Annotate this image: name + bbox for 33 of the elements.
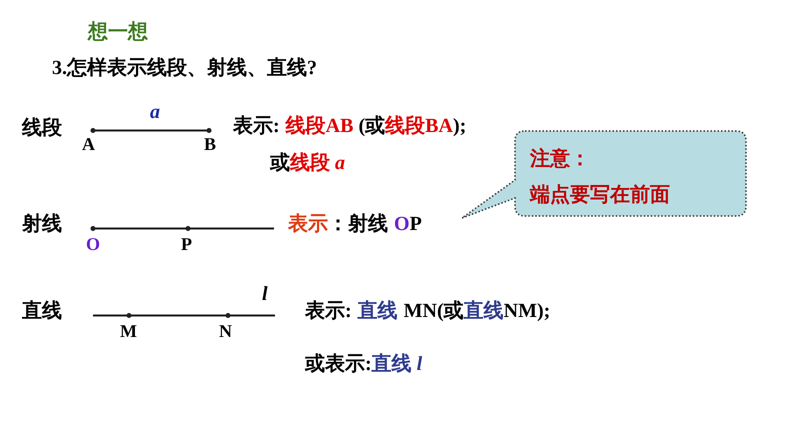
point-label: M	[120, 321, 137, 341]
point-label: B	[204, 134, 216, 154]
notation-text: 直线 l	[372, 354, 422, 374]
term-label: 直线	[22, 300, 62, 322]
notation-text: P	[410, 214, 422, 234]
notation-text: 线段 a	[290, 153, 345, 173]
notation-text: (或	[358, 116, 386, 136]
question-text: 3.怎样表示线段、射线、直线?	[52, 57, 317, 79]
point-label: N	[219, 321, 232, 341]
point-label: P	[181, 234, 192, 254]
line-name-label: l	[262, 283, 268, 305]
term-label: 射线	[22, 213, 62, 235]
notation-text: O	[394, 214, 410, 234]
heading: 想一想	[88, 22, 148, 42]
notation-text: 或	[270, 153, 290, 173]
notation-text: 表示:	[305, 301, 352, 321]
notation-text: 表示	[288, 214, 328, 234]
notation-text: NM);	[504, 301, 550, 321]
note-text: 注意：	[530, 148, 590, 168]
notation-text: 直线	[358, 301, 398, 321]
notation-text: 线段BA	[385, 116, 453, 136]
point-label: A	[82, 134, 95, 154]
notation-text: );	[452, 116, 466, 136]
note-text: 端点要写在前面	[530, 184, 670, 204]
term-label: 线段	[22, 117, 62, 139]
length-label: a	[150, 101, 160, 123]
notation-text: ：射线	[328, 214, 388, 234]
notation-text: 直线	[464, 301, 504, 321]
notation-text: 或表示:	[305, 354, 372, 374]
notation-text: 线段AB	[286, 116, 354, 136]
point-label: O	[86, 234, 100, 254]
notation-text: MN(或	[404, 301, 464, 321]
notation-text: 表示:	[233, 116, 280, 136]
